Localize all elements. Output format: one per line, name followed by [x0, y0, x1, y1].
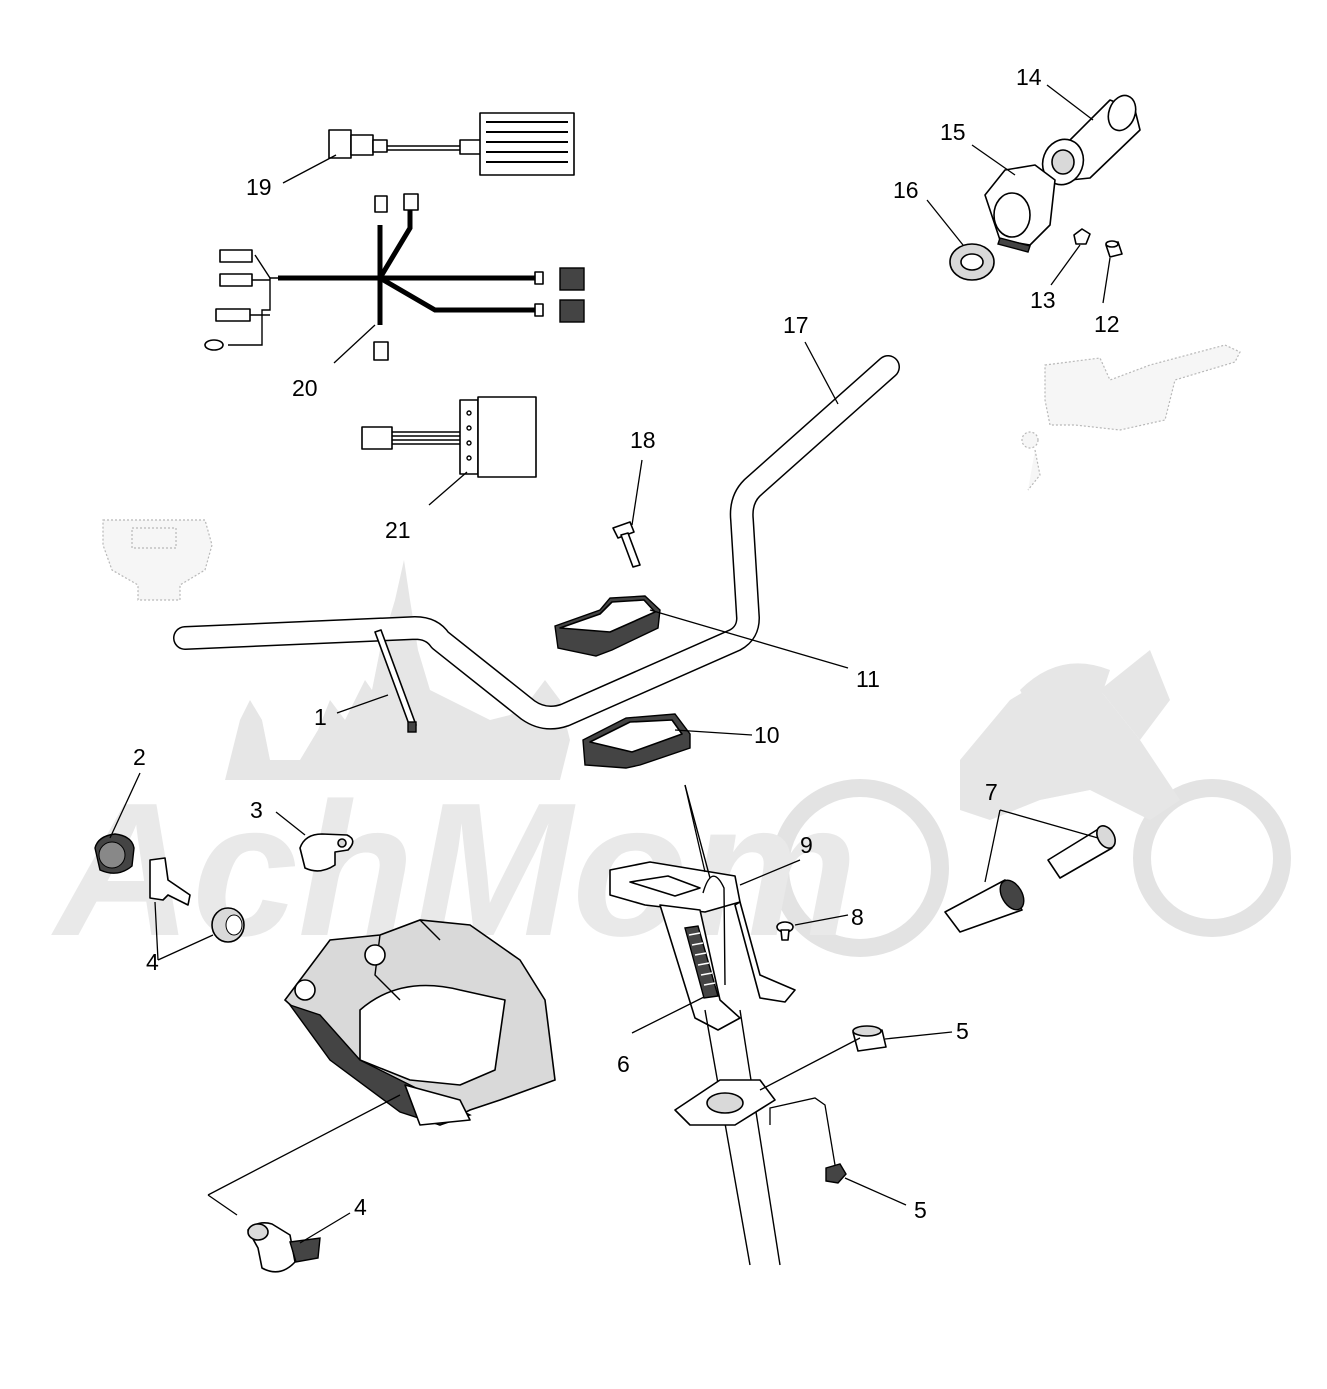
handlebar-lower-clamp — [582, 713, 691, 769]
callout-14: 13 — [1030, 287, 1056, 313]
grip — [1041, 94, 1141, 186]
callout-11: 10 — [754, 722, 780, 748]
callout-10: 9 — [800, 832, 813, 858]
callout-18: 17 — [783, 312, 809, 338]
callout-21: 20 — [292, 375, 318, 401]
lock-cylinder — [247, 1222, 321, 1273]
small-nut — [1073, 228, 1091, 245]
screw — [776, 921, 794, 941]
cable-tie — [374, 629, 417, 733]
switch-knob — [94, 833, 135, 874]
ghost-instrument-cluster — [102, 519, 213, 601]
mount-bracket — [609, 861, 796, 1031]
control-module — [361, 396, 537, 478]
callout-9: 8 — [851, 904, 864, 930]
callout-13: 12 — [1094, 311, 1120, 337]
callouts: 19 20 21 18 17 11 10 1 2 3 4 4 6 8 9 7 5… — [133, 64, 1120, 1223]
handlebar — [173, 355, 900, 730]
grip-inserts — [944, 825, 1116, 933]
leader-lines — [109, 84, 1111, 1244]
ghost-brake-lever-assembly — [1021, 344, 1241, 491]
callout-2: 2 — [133, 744, 146, 770]
watermark-skyline — [225, 560, 570, 780]
small-cap — [1105, 240, 1123, 258]
bracket-knob — [299, 833, 354, 872]
callout-5-number: 5 — [914, 1197, 927, 1223]
callout-19: 18 — [630, 427, 656, 453]
key-and-grommet — [149, 857, 245, 943]
wiring-harness — [204, 193, 585, 361]
handlebar-cover-housing — [283, 919, 556, 1126]
callout-16: 15 — [940, 119, 966, 145]
callout-4-key: 4 — [146, 949, 159, 975]
callout-22: 21 — [385, 517, 411, 543]
callout-1: 1 — [314, 704, 327, 730]
harness-connector-20 — [328, 112, 575, 176]
callout-17: 16 — [893, 177, 919, 203]
callout-8: 7 — [985, 779, 998, 805]
callout-6: 5 — [956, 1018, 969, 1044]
cap — [852, 1025, 887, 1052]
switch-housing — [984, 164, 1056, 253]
flange-plate — [674, 1079, 776, 1126]
bolt — [612, 521, 641, 568]
callout-7: 6 — [617, 1051, 630, 1077]
grip-assembly — [949, 94, 1141, 281]
handlebar-upper-clamp — [554, 595, 661, 657]
callout-4-lock: 4 — [354, 1194, 367, 1220]
callout-15: 14 — [1016, 64, 1042, 90]
callout-12: 11 — [856, 666, 880, 692]
nut — [825, 1163, 847, 1184]
cable-sleeve — [684, 925, 719, 999]
callout-3: 3 — [250, 797, 263, 823]
watermark-motorcycle — [771, 650, 1291, 957]
washer — [949, 243, 995, 281]
callout-20: 19 — [246, 174, 272, 200]
